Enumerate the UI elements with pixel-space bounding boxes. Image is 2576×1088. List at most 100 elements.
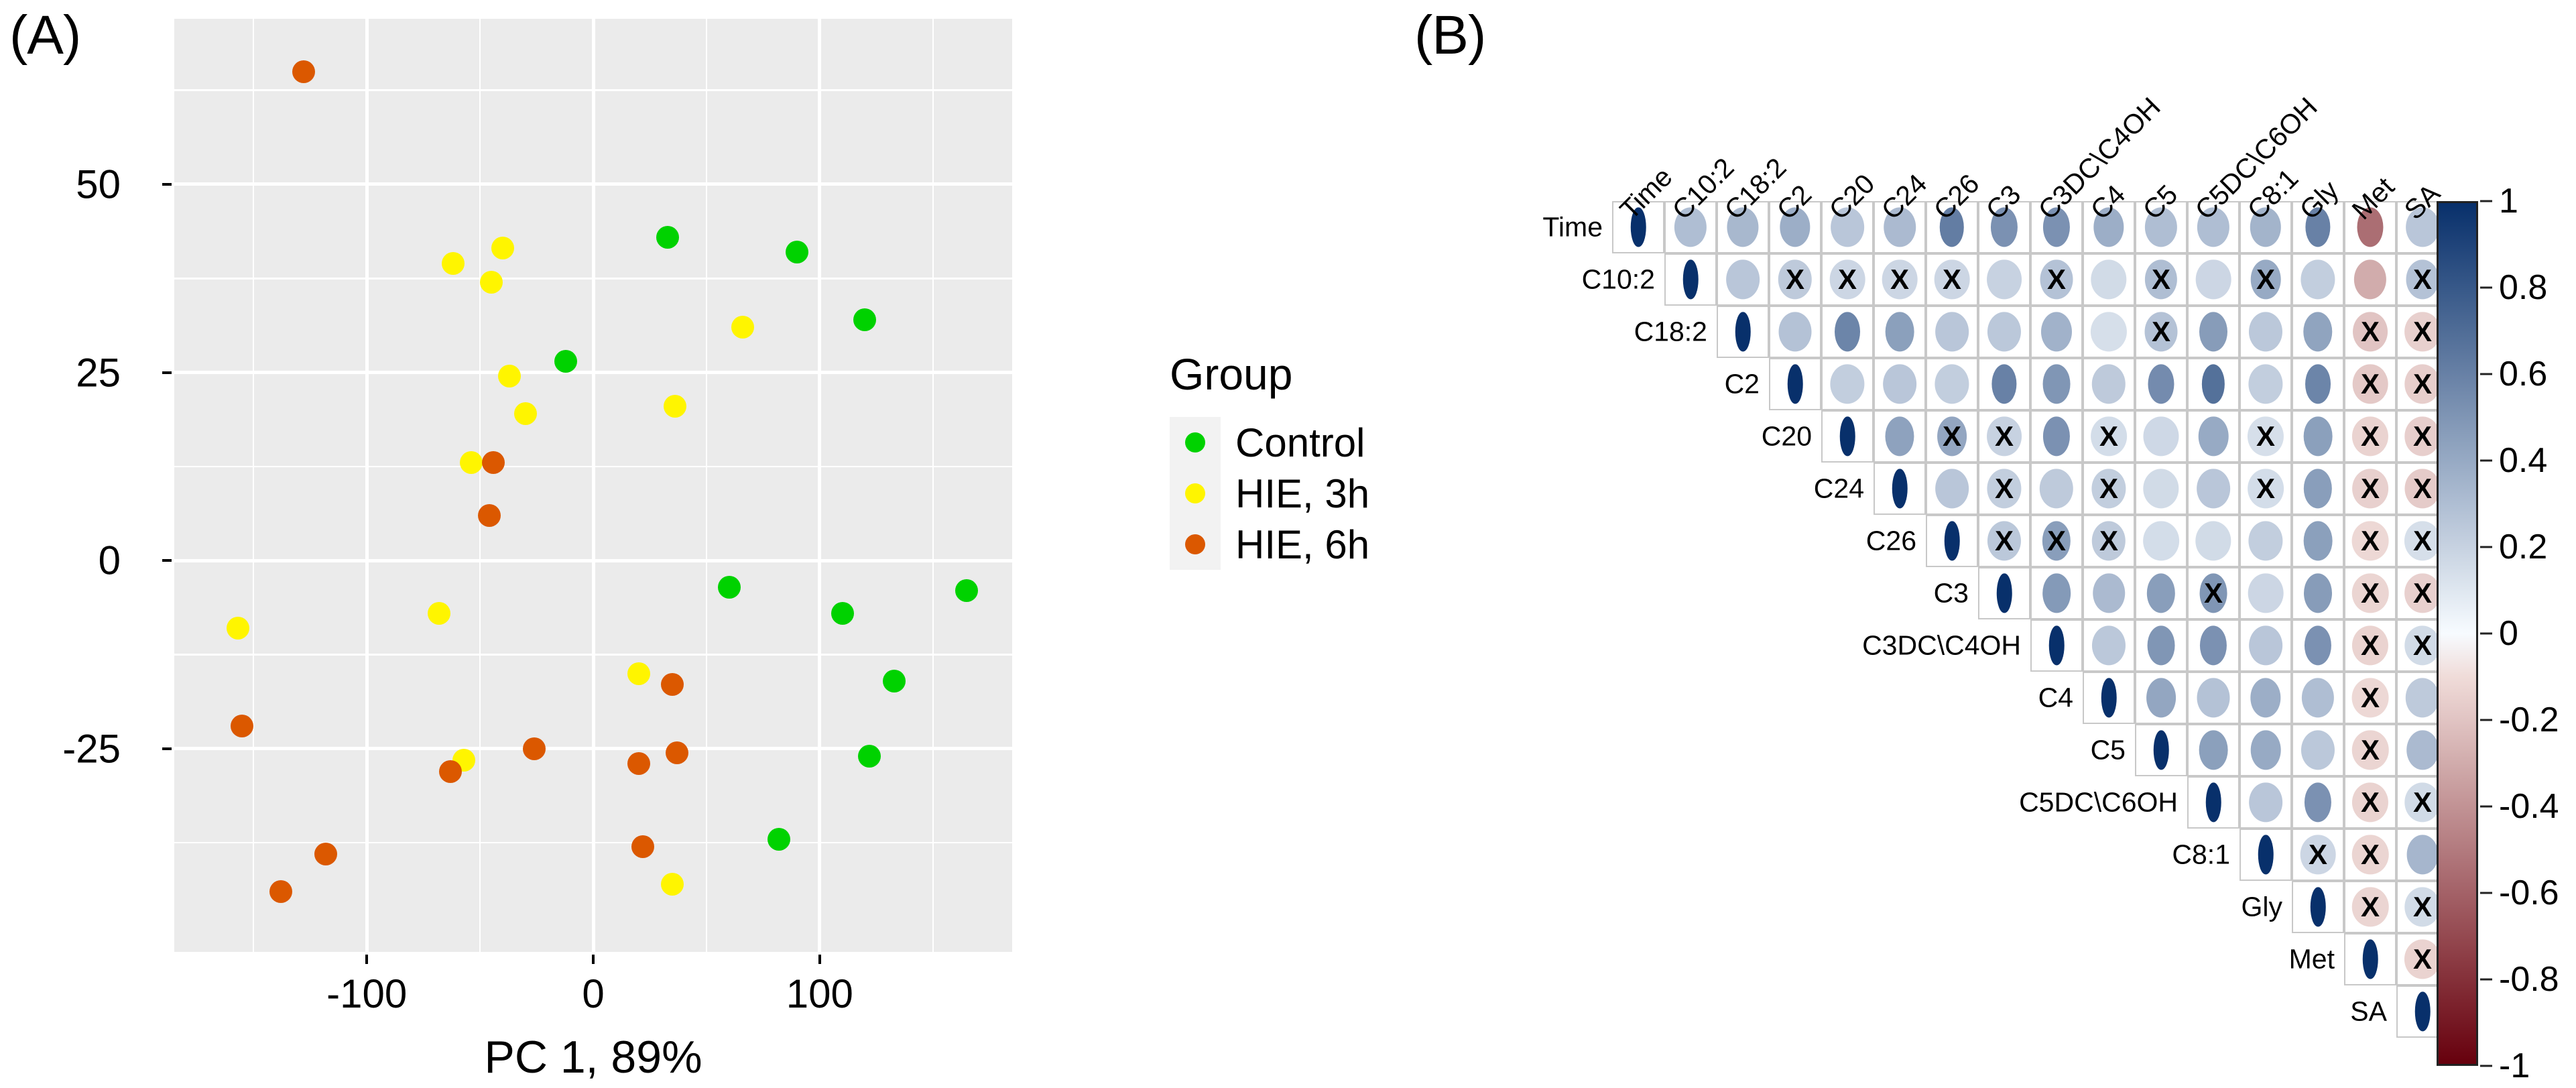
correlation-cell[interactable] xyxy=(2135,358,2187,410)
correlation-cell[interactable]: X xyxy=(1769,253,1821,306)
correlation-cell[interactable] xyxy=(2135,672,2187,724)
correlation-cell[interactable] xyxy=(2292,881,2344,933)
correlation-cell[interactable]: X xyxy=(2240,253,2292,306)
correlation-cell[interactable] xyxy=(2135,463,2187,515)
correlation-cell[interactable] xyxy=(2292,463,2344,515)
correlation-cell[interactable]: X xyxy=(1821,253,1874,306)
correlation-cell[interactable] xyxy=(2292,201,2344,253)
correlation-cell[interactable] xyxy=(2344,201,2396,253)
correlation-cell[interactable] xyxy=(2135,201,2187,253)
correlation-cell[interactable] xyxy=(2187,410,2240,463)
correlation-cell[interactable] xyxy=(2344,933,2396,985)
correlation-cell[interactable]: X xyxy=(2187,567,2240,619)
correlation-cell[interactable] xyxy=(1664,253,1717,306)
correlation-cell[interactable] xyxy=(1978,358,2030,410)
correlation-cell[interactable]: X xyxy=(2344,672,2396,724)
correlation-cell[interactable] xyxy=(2135,567,2187,619)
correlation-cell[interactable] xyxy=(1769,358,1821,410)
correlation-cell[interactable] xyxy=(2083,619,2135,672)
legend-item-hie-6h[interactable]: HIE, 6h xyxy=(1170,519,1411,570)
correlation-cell[interactable]: X xyxy=(1874,253,1926,306)
correlation-cell[interactable] xyxy=(2083,253,2135,306)
correlation-cell[interactable] xyxy=(1978,253,2030,306)
correlation-cell[interactable] xyxy=(2030,306,2083,358)
correlation-cell[interactable] xyxy=(2292,253,2344,306)
correlation-cell[interactable] xyxy=(1769,306,1821,358)
correlation-cell[interactable] xyxy=(2240,776,2292,829)
correlation-cell[interactable] xyxy=(1926,358,1978,410)
correlation-cell[interactable] xyxy=(2240,515,2292,567)
correlation-cell[interactable] xyxy=(2292,619,2344,672)
correlation-cell[interactable] xyxy=(2240,358,2292,410)
correlation-cell[interactable] xyxy=(2187,201,2240,253)
correlation-cell[interactable] xyxy=(2030,410,2083,463)
correlation-cell[interactable] xyxy=(2187,463,2240,515)
correlation-cell[interactable] xyxy=(2187,724,2240,776)
correlation-cell[interactable] xyxy=(1821,410,1874,463)
correlation-cell[interactable] xyxy=(1821,358,1874,410)
correlation-cell[interactable]: X xyxy=(2135,306,2187,358)
correlation-cell[interactable] xyxy=(2135,410,2187,463)
correlation-cell[interactable]: X xyxy=(2344,619,2396,672)
correlation-cell[interactable]: X xyxy=(2344,776,2396,829)
correlation-cell[interactable] xyxy=(2083,672,2135,724)
correlation-cell[interactable]: X xyxy=(2083,410,2135,463)
correlation-cell[interactable]: X xyxy=(2240,463,2292,515)
correlation-cell[interactable] xyxy=(2030,201,2083,253)
correlation-cell[interactable] xyxy=(2292,672,2344,724)
legend-item-control[interactable]: Control xyxy=(1170,417,1411,468)
correlation-cell[interactable] xyxy=(1926,201,1978,253)
correlation-cell[interactable] xyxy=(2240,672,2292,724)
correlation-cell[interactable]: X xyxy=(2344,881,2396,933)
correlation-cell[interactable] xyxy=(2240,724,2292,776)
correlation-cell[interactable] xyxy=(2030,358,2083,410)
correlation-cell[interactable] xyxy=(2030,463,2083,515)
correlation-cell[interactable]: X xyxy=(2030,515,2083,567)
correlation-cell[interactable] xyxy=(2344,253,2396,306)
correlation-cell[interactable] xyxy=(2187,306,2240,358)
correlation-cell[interactable] xyxy=(2187,619,2240,672)
correlation-cell[interactable] xyxy=(1717,306,1769,358)
correlation-cell[interactable]: X xyxy=(2030,253,2083,306)
correlation-cell[interactable]: X xyxy=(1926,410,1978,463)
correlation-cell[interactable] xyxy=(1874,306,1926,358)
correlation-cell[interactable] xyxy=(2135,724,2187,776)
correlation-cell[interactable] xyxy=(1664,201,1717,253)
correlation-cell[interactable] xyxy=(2030,619,2083,672)
legend-item-hie-3h[interactable]: HIE, 3h xyxy=(1170,468,1411,519)
correlation-cell[interactable] xyxy=(1717,201,1769,253)
correlation-cell[interactable] xyxy=(2083,306,2135,358)
correlation-cell[interactable] xyxy=(2135,619,2187,672)
correlation-cell[interactable] xyxy=(2135,515,2187,567)
correlation-cell[interactable] xyxy=(2292,724,2344,776)
correlation-cell[interactable] xyxy=(1874,201,1926,253)
correlation-cell[interactable] xyxy=(1978,567,2030,619)
correlation-cell[interactable] xyxy=(2240,619,2292,672)
correlation-cell[interactable]: X xyxy=(1978,463,2030,515)
correlation-cell[interactable] xyxy=(2292,410,2344,463)
correlation-cell[interactable] xyxy=(2292,515,2344,567)
correlation-cell[interactable] xyxy=(2292,306,2344,358)
correlation-cell[interactable] xyxy=(1769,201,1821,253)
correlation-cell[interactable] xyxy=(2083,201,2135,253)
correlation-cell[interactable]: X xyxy=(2344,515,2396,567)
correlation-cell[interactable] xyxy=(2292,358,2344,410)
correlation-cell[interactable] xyxy=(1926,515,1978,567)
correlation-cell[interactable] xyxy=(1612,201,1664,253)
correlation-cell[interactable] xyxy=(1821,306,1874,358)
correlation-cell[interactable] xyxy=(1926,306,1978,358)
correlation-cell[interactable] xyxy=(2083,567,2135,619)
correlation-cell[interactable]: X xyxy=(2240,410,2292,463)
correlation-cell[interactable]: X xyxy=(2344,306,2396,358)
correlation-cell[interactable] xyxy=(2292,567,2344,619)
correlation-cell[interactable] xyxy=(2083,358,2135,410)
correlation-cell[interactable] xyxy=(2240,201,2292,253)
correlation-cell[interactable] xyxy=(2292,776,2344,829)
correlation-cell[interactable] xyxy=(2187,672,2240,724)
correlation-cell[interactable] xyxy=(1874,410,1926,463)
correlation-cell[interactable] xyxy=(2030,567,2083,619)
correlation-cell[interactable]: X xyxy=(2396,410,2449,463)
correlation-cell[interactable] xyxy=(1874,463,1926,515)
correlation-cell[interactable] xyxy=(2240,306,2292,358)
correlation-cell[interactable]: X xyxy=(2344,724,2396,776)
